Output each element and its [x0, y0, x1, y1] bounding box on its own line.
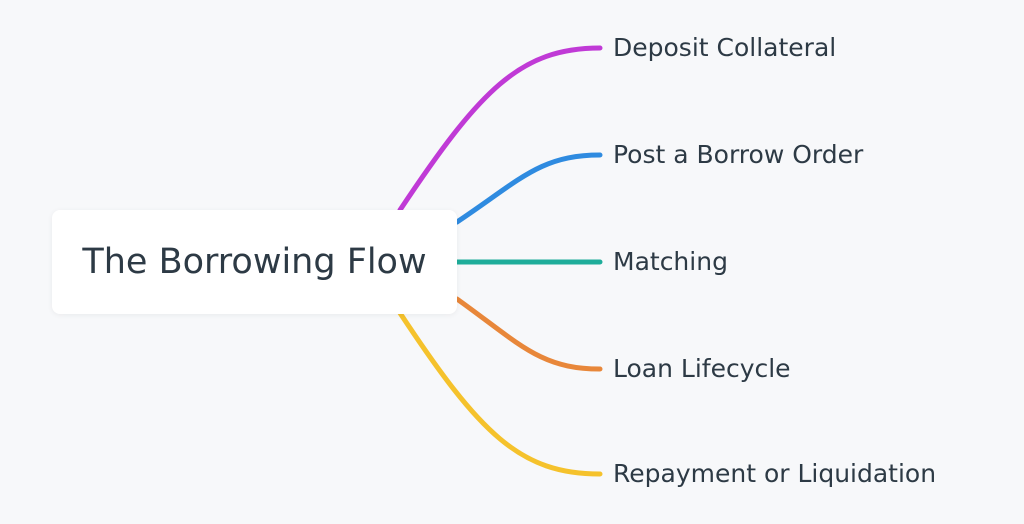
- node-post-borrow-order[interactable]: Post a Borrow Order: [613, 140, 864, 169]
- root-node-label: The Borrowing Flow: [82, 242, 427, 282]
- connector-loan-lifecycle: [454, 296, 603, 372]
- connector-deposit-collateral: [397, 45, 603, 213]
- root-node[interactable]: The Borrowing Flow: [52, 210, 457, 314]
- node-matching[interactable]: Matching: [613, 247, 728, 276]
- node-deposit-collateral[interactable]: Deposit Collateral: [613, 33, 837, 62]
- connector-repayment: [397, 310, 603, 477]
- connector-post-borrow-order: [454, 152, 603, 225]
- node-loan-lifecycle[interactable]: Loan Lifecycle: [613, 354, 791, 383]
- node-repayment-or-liquidation[interactable]: Repayment or Liquidation: [613, 459, 937, 488]
